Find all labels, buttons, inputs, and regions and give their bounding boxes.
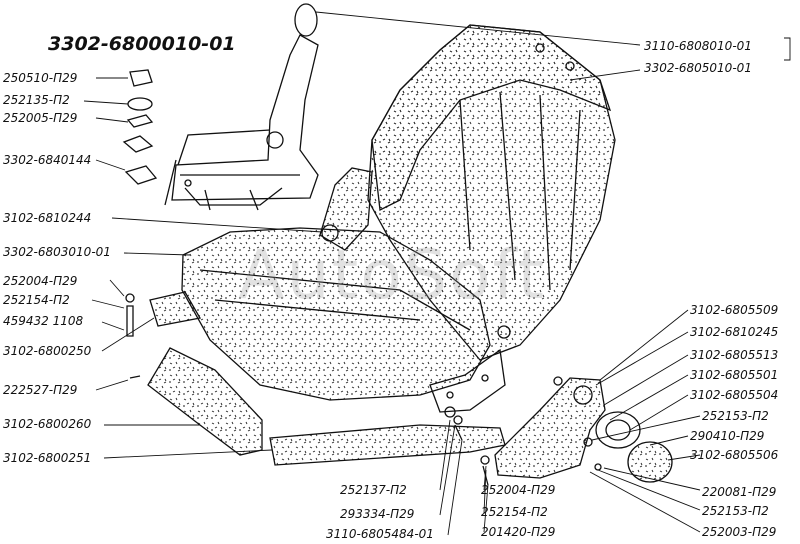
part-label: 3102-6805509 (690, 303, 779, 317)
part-label: 3102-6805513 (690, 348, 779, 362)
watermark: AutoSoft (238, 236, 547, 315)
part-label: 252137-П2 (340, 483, 407, 497)
part-label: 3102-6805506 (690, 448, 779, 462)
recline-lever (319, 167, 373, 251)
part-label: 290410-П29 (690, 429, 765, 443)
diagram-title: 3302-6800010-01 (48, 33, 236, 55)
part-label: 201420-П29 (481, 525, 556, 539)
inset-seat-sketch (164, 3, 319, 211)
part-label: 252135-П2 (3, 93, 70, 107)
part-label: 3302-6805010-01 (644, 61, 752, 75)
part-label: 252153-П2 (702, 409, 769, 423)
part-label: 3110-6808010-01 (644, 39, 752, 53)
part-label: 252003-П29 (702, 525, 777, 539)
part-label: 3110-6805484-01 (326, 527, 434, 541)
part-label: 3102-6800251 (3, 451, 92, 465)
part-label: 250510-П29 (3, 71, 78, 85)
recline-mechanism (494, 376, 673, 483)
part-label: 220081-П29 (702, 485, 777, 499)
part-label: 3302-6840144 (3, 153, 92, 167)
part-label: 3102-6810245 (690, 325, 779, 339)
cushion (181, 227, 491, 401)
part-label: 252153-П2 (702, 504, 769, 518)
hinge-bracket (429, 348, 506, 413)
fastener-stack-left (122, 69, 158, 185)
part-label: 222527-П29 (3, 383, 78, 397)
part-label: 3102-6800260 (3, 417, 92, 431)
part-label: 3302-6803010-01 (3, 245, 111, 259)
side-trim (147, 347, 263, 456)
part-label: 252004-П29 (3, 274, 78, 288)
part-label: 3102-6800250 (3, 344, 92, 358)
front-bracket (149, 291, 202, 327)
rail-cover (269, 424, 506, 466)
leader-lines (83, 11, 791, 536)
part-label: 293334-П29 (340, 507, 415, 521)
part-label: 252004-П29 (481, 483, 556, 497)
part-label: 459432 1108 (3, 314, 84, 328)
part-label: 252154-П2 (481, 505, 548, 519)
part-label: 3102-6810244 (3, 211, 92, 225)
part-label: 252154-П2 (3, 293, 70, 307)
part-label: 3102-6805504 (690, 388, 779, 402)
part-label: 3102-6805501 (690, 368, 779, 382)
part-label: 252005-П29 (3, 111, 78, 125)
